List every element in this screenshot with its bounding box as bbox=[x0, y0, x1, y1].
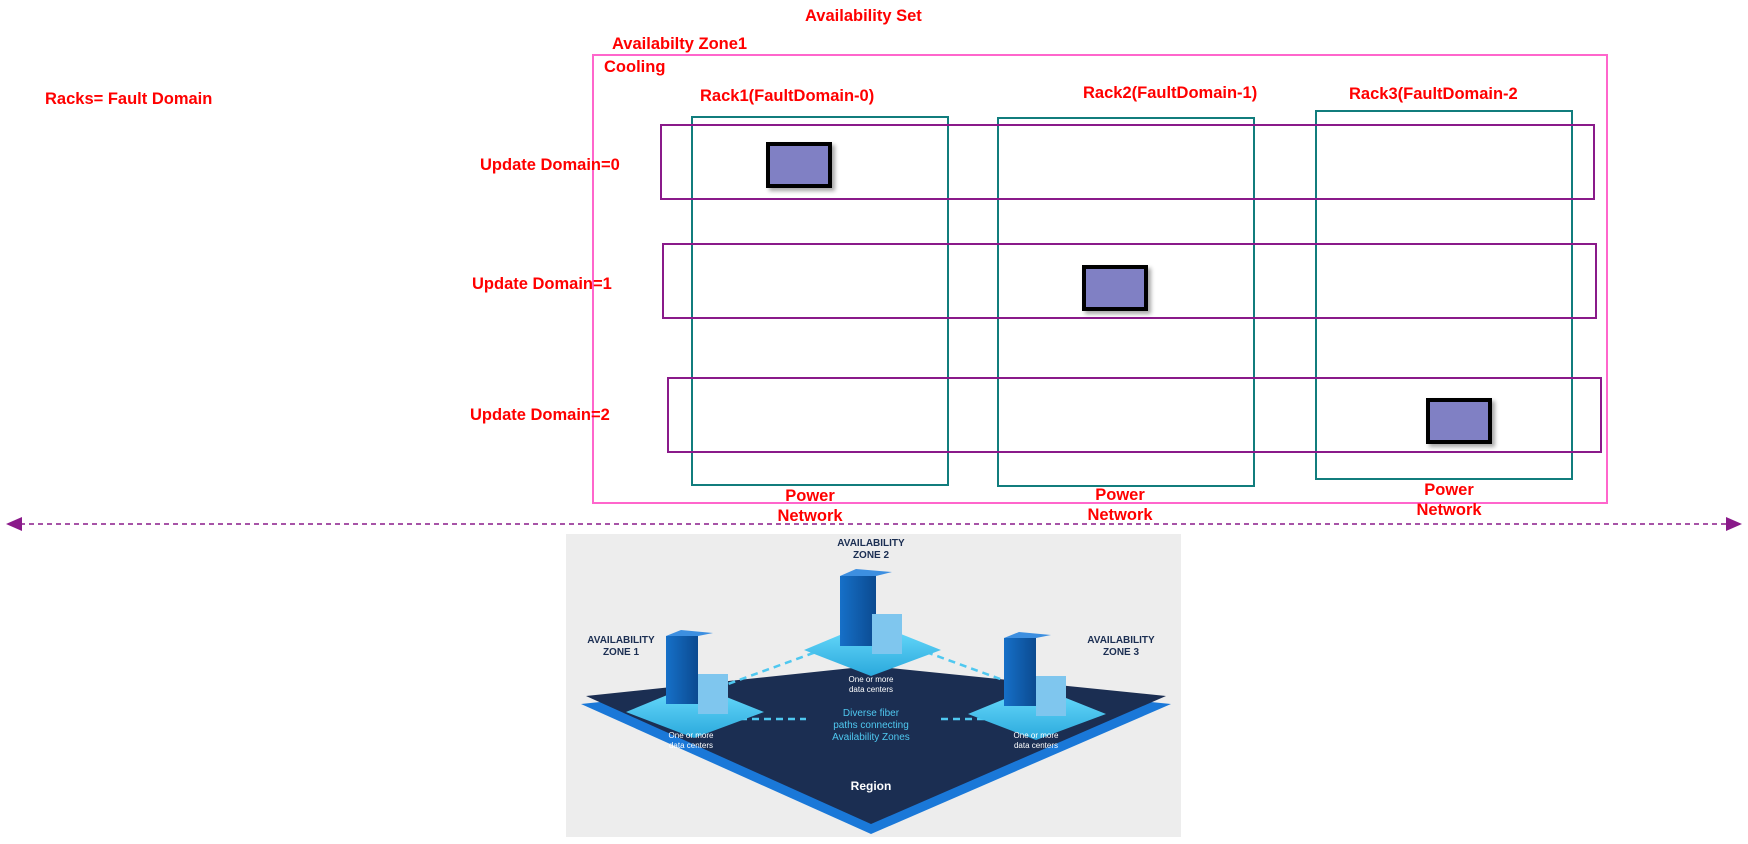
zone1-label-line1: AVAILABILITY bbox=[587, 635, 655, 646]
rack-1-power-network: Power Network bbox=[760, 486, 860, 526]
rack-2-power-network: Power Network bbox=[1070, 485, 1170, 525]
vm-ud0-rack1 bbox=[766, 142, 832, 188]
rack-3-power-network: Power Network bbox=[1399, 480, 1499, 520]
zone1-dc-line2: data centers bbox=[669, 741, 713, 750]
update-domain-0-label: Update Domain=0 bbox=[480, 156, 620, 174]
region-illustration: AVAILABILITY ZONE 2 AVAILABILITY ZONE 1 … bbox=[566, 534, 1181, 837]
zone3-label-line1: AVAILABILITY bbox=[1087, 635, 1155, 646]
zone1-dc-line1: One or more bbox=[669, 731, 714, 740]
zone-title: Availabilty Zone1 bbox=[612, 35, 748, 53]
rack-1-label: Rack1(FaultDomain-0) bbox=[700, 87, 875, 105]
divider-arrow bbox=[6, 517, 1742, 531]
fiber-label-line3: Availability Zones bbox=[832, 732, 910, 743]
zone1-label-line2: ZONE 1 bbox=[603, 647, 640, 658]
update-domain-1-label: Update Domain=1 bbox=[472, 275, 612, 293]
zone2-rack bbox=[872, 614, 902, 654]
zone2-tower-top bbox=[840, 569, 892, 576]
update-domain-2-box bbox=[667, 377, 1602, 453]
fiber-label-line1: Diverse fiber bbox=[843, 708, 900, 719]
rack-3-box bbox=[1315, 110, 1573, 480]
zone3-dc-line1: One or more bbox=[1014, 731, 1059, 740]
update-domain-1-box bbox=[662, 243, 1597, 319]
zone2-tower bbox=[840, 576, 876, 646]
update-domain-0-box bbox=[660, 124, 1595, 200]
zone1-tower bbox=[666, 636, 698, 704]
zone2-dc-line2: data centers bbox=[849, 685, 893, 694]
zone2-dc-line1: One or more bbox=[849, 675, 894, 684]
left-arrowhead bbox=[6, 517, 22, 531]
availability-zone-box bbox=[592, 54, 1608, 504]
rack-2-box bbox=[997, 117, 1255, 487]
region-label: Region bbox=[851, 779, 892, 793]
zone1-pad bbox=[626, 684, 764, 738]
rack-1-power-label: Power bbox=[785, 487, 835, 505]
fiber-label-line2: paths connecting bbox=[833, 720, 909, 731]
availability-set-title: Availability Set bbox=[805, 7, 922, 25]
rack-2-network-label: Network bbox=[1087, 506, 1153, 524]
fault-domain-legend: Racks= Fault Domain bbox=[45, 90, 213, 108]
rack-1-box bbox=[691, 116, 949, 486]
rack-3-label: Rack3(FaultDomain-2 bbox=[1349, 85, 1518, 103]
zone3-tower-top bbox=[1004, 632, 1051, 638]
zone3-label-line2: ZONE 3 bbox=[1103, 647, 1140, 658]
zone1-tower-top bbox=[666, 630, 713, 636]
fiber-path-1-2 bbox=[705, 650, 817, 694]
zone3-dc-line2: data centers bbox=[1014, 741, 1058, 750]
rack-1-network-label: Network bbox=[777, 507, 843, 525]
zone3-rack bbox=[1036, 676, 1066, 716]
update-domain-2-label: Update Domain=2 bbox=[470, 406, 610, 424]
zone1-rack bbox=[698, 674, 728, 714]
rack-2-power-label: Power bbox=[1095, 486, 1145, 504]
zone2-label-line2: ZONE 2 bbox=[853, 550, 890, 561]
zone2-label-line1: AVAILABILITY bbox=[837, 538, 905, 549]
zone3-tower bbox=[1004, 638, 1036, 706]
vm-ud1-rack2 bbox=[1082, 265, 1148, 311]
rack-3-power-label: Power bbox=[1424, 481, 1474, 499]
right-arrowhead bbox=[1726, 517, 1742, 531]
vm-ud2-rack3 bbox=[1426, 398, 1492, 444]
rack-2-label: Rack2(FaultDomain-1) bbox=[1083, 84, 1258, 102]
cooling-label: Cooling bbox=[604, 58, 666, 76]
rack-3-network-label: Network bbox=[1416, 501, 1482, 519]
